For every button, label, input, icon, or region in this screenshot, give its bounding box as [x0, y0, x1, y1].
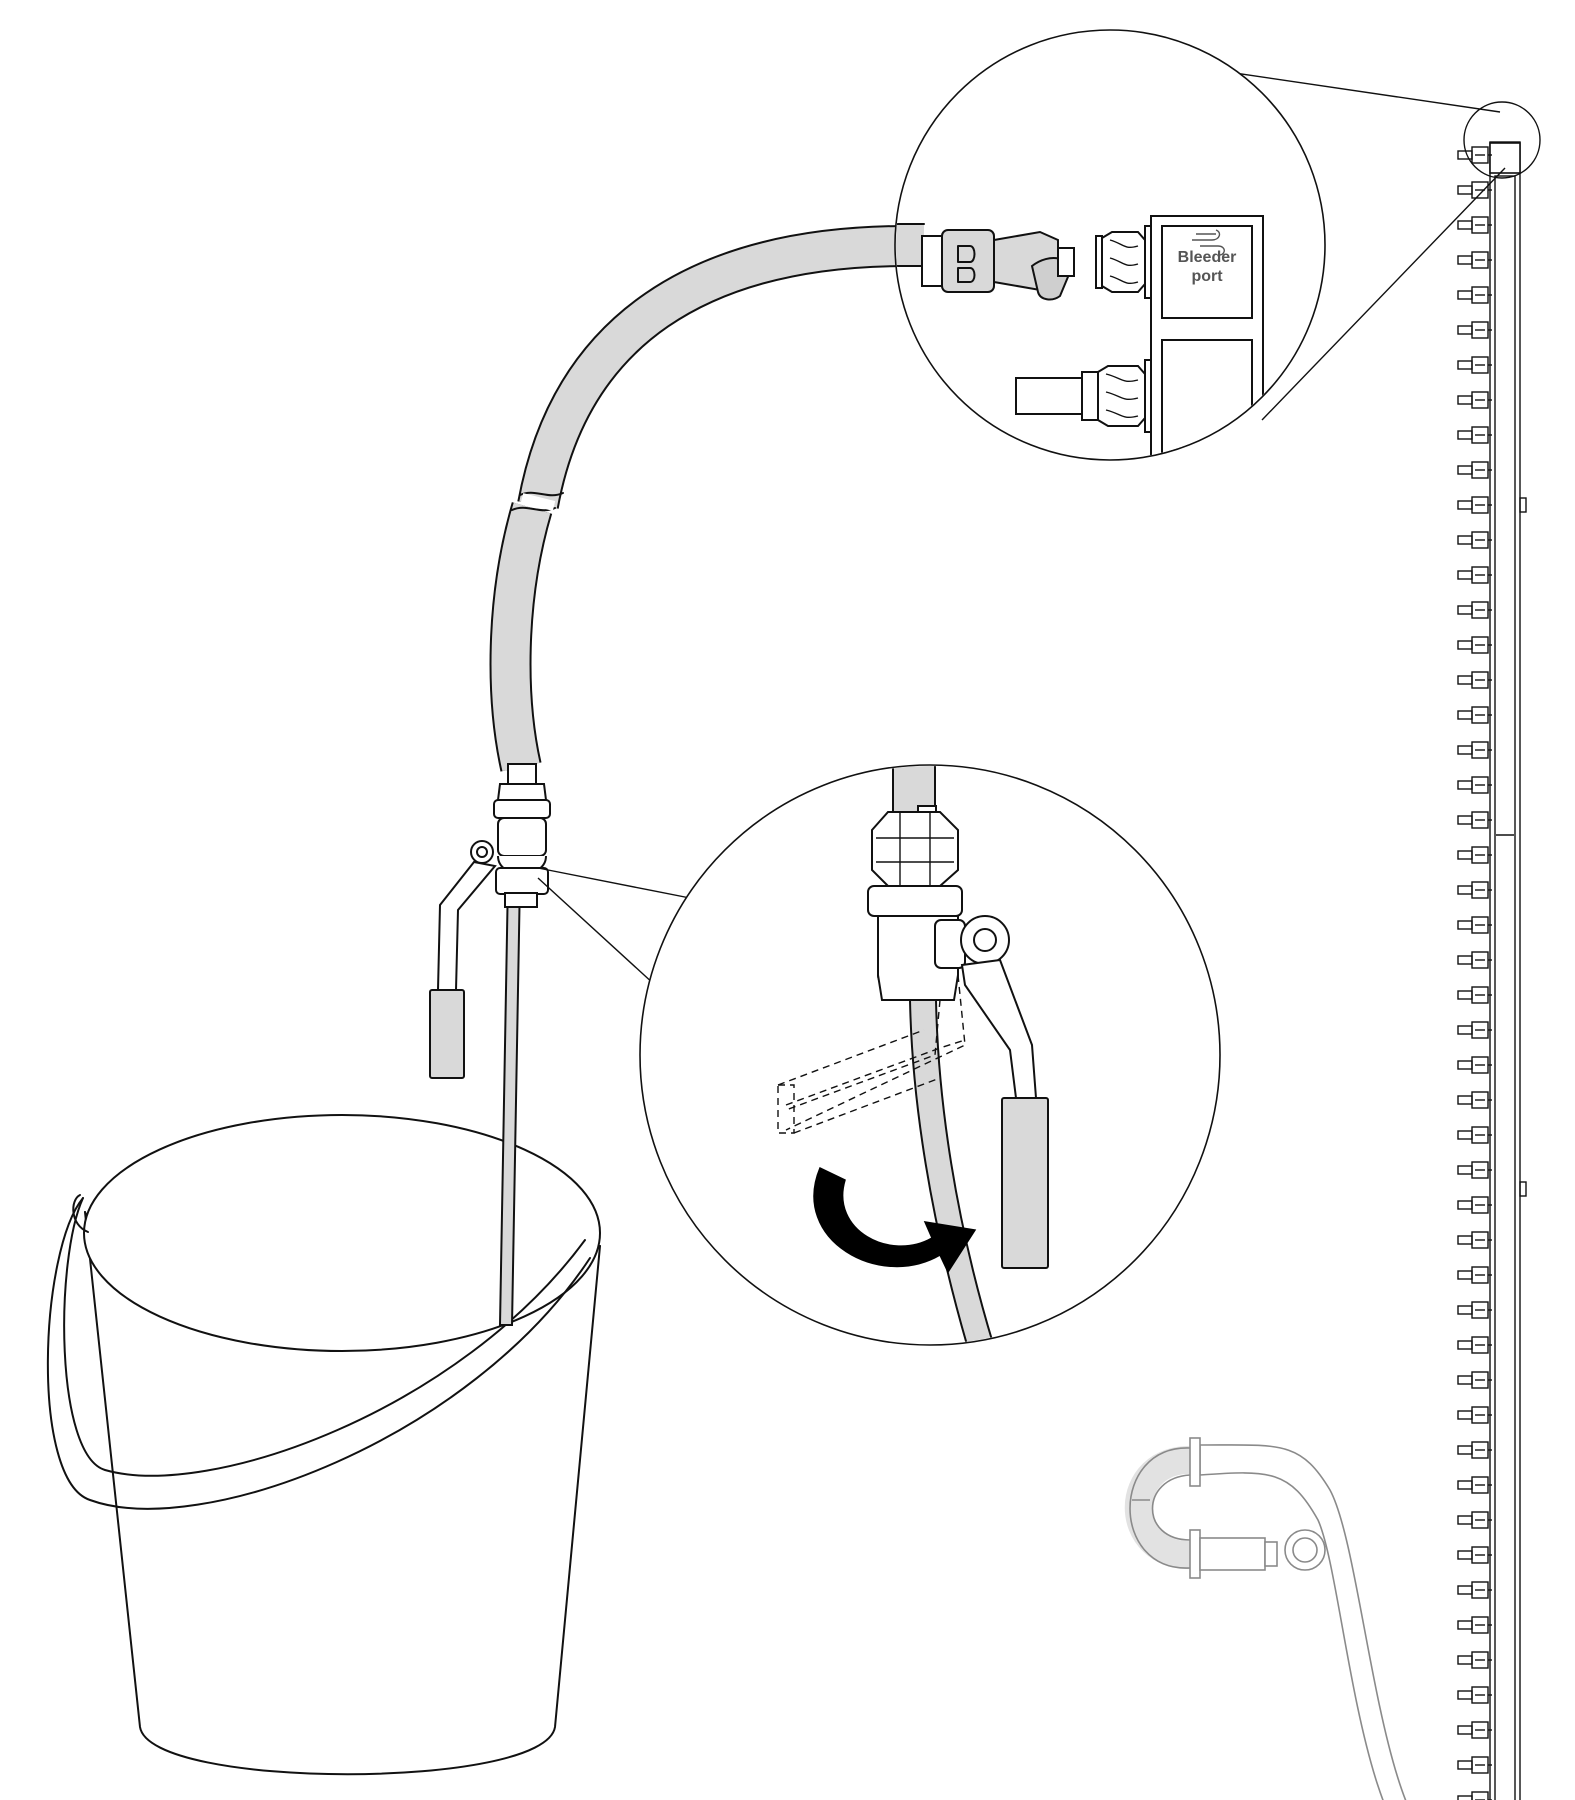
bucket-icon [46, 1114, 601, 1776]
manifold-port [1457, 1161, 1492, 1179]
manifold-port [1457, 986, 1492, 1004]
manifold-port [1457, 741, 1492, 759]
bleeder-port-label-line2: port [1191, 268, 1223, 285]
return-hose-icon [1124, 1437, 1407, 1800]
manifold-port [1457, 1021, 1492, 1039]
manifold-port [1457, 566, 1492, 584]
manifold-port [1457, 1511, 1492, 1529]
manifold-port [1457, 531, 1492, 549]
manifold-port [1457, 1371, 1492, 1389]
manifold-port [1457, 181, 1492, 199]
manifold-port [1457, 671, 1492, 689]
manifold-port [1457, 1791, 1492, 1800]
manifold-port [1457, 1616, 1492, 1634]
manifold-port [1457, 146, 1492, 164]
manifold-port [1457, 461, 1492, 479]
manifold-port [1457, 636, 1492, 654]
manifold-port [1457, 356, 1492, 374]
valve-rotation-callout [537, 764, 1221, 1346]
manifold-port [1457, 1231, 1492, 1249]
manifold-port [1457, 216, 1492, 234]
manifold-port [1457, 1196, 1492, 1214]
manifold-port [1457, 706, 1492, 724]
manifold-port [1457, 776, 1492, 794]
manifold-port [1457, 426, 1492, 444]
manifold-port [1457, 1546, 1492, 1564]
air-bleed-icon [1192, 229, 1225, 256]
manifold-port [1457, 286, 1492, 304]
rotate-arrow-icon [813, 1166, 977, 1274]
manifold-port [1457, 1091, 1492, 1109]
manifold-port [1457, 1581, 1492, 1599]
manifold-port [1457, 251, 1492, 269]
manifold-port [1457, 321, 1492, 339]
manifold-port [1457, 1126, 1492, 1144]
manifold-port [1457, 1301, 1492, 1319]
manifold-port [1457, 1266, 1492, 1284]
manifold-port [1457, 1651, 1492, 1669]
manifold-port [1457, 496, 1492, 514]
quick-connector-icon [921, 229, 1075, 301]
manifold-port [1457, 951, 1492, 969]
manifold-port [1457, 1336, 1492, 1354]
manifold-port [1457, 1721, 1492, 1739]
bleeder-port-callout: Bleeder port [894, 29, 1541, 461]
manifold-port [1457, 1406, 1492, 1424]
manifold-port [1457, 1476, 1492, 1494]
manifold-port [1457, 1756, 1492, 1774]
manifold-port [1457, 601, 1492, 619]
manifold-port-list [1457, 146, 1492, 1800]
manifold-icon [1457, 141, 1527, 1800]
manifold-port [1457, 811, 1492, 829]
bleeder-port-label-line1: Bleeder [1178, 249, 1237, 266]
manifold-port [1457, 916, 1492, 934]
manifold-port [1457, 1056, 1492, 1074]
manifold-port [1457, 846, 1492, 864]
manifold-port [1457, 881, 1492, 899]
manifold-port [1457, 391, 1492, 409]
ball-valve-icon [429, 763, 551, 1079]
manifold-port [1457, 1686, 1492, 1704]
manifold-port [1457, 1441, 1492, 1459]
hose-icon [489, 225, 908, 772]
